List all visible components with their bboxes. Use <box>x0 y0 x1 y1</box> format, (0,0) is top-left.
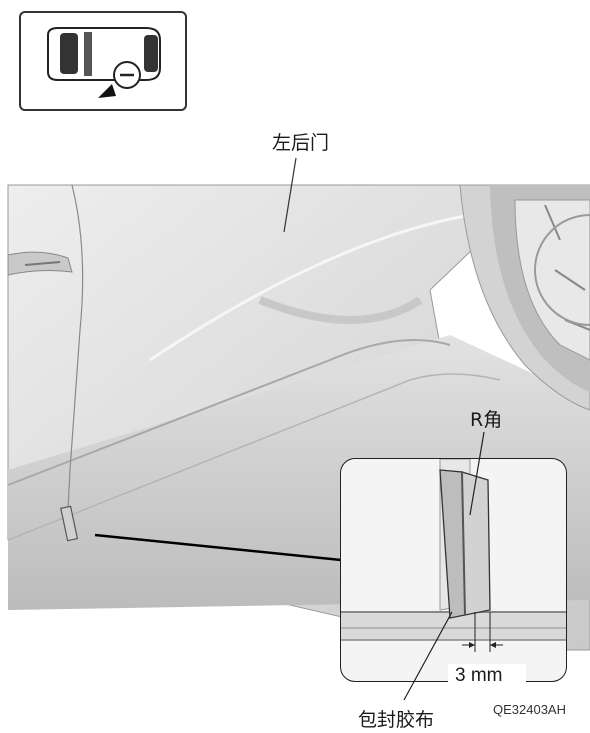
rear-wheel <box>459 184 590 411</box>
tape-piece <box>60 505 79 542</box>
r-corner-label: R角 <box>470 409 503 431</box>
tape-label: 包封胶布 <box>358 709 435 731</box>
figure-code: QE32403AH <box>493 702 566 717</box>
door-label: 左后门 <box>272 132 330 154</box>
detail-inset <box>340 431 567 701</box>
gap-dimension-label: 3 mm <box>455 665 503 686</box>
location-icon <box>19 11 187 111</box>
door-leader <box>283 157 297 233</box>
